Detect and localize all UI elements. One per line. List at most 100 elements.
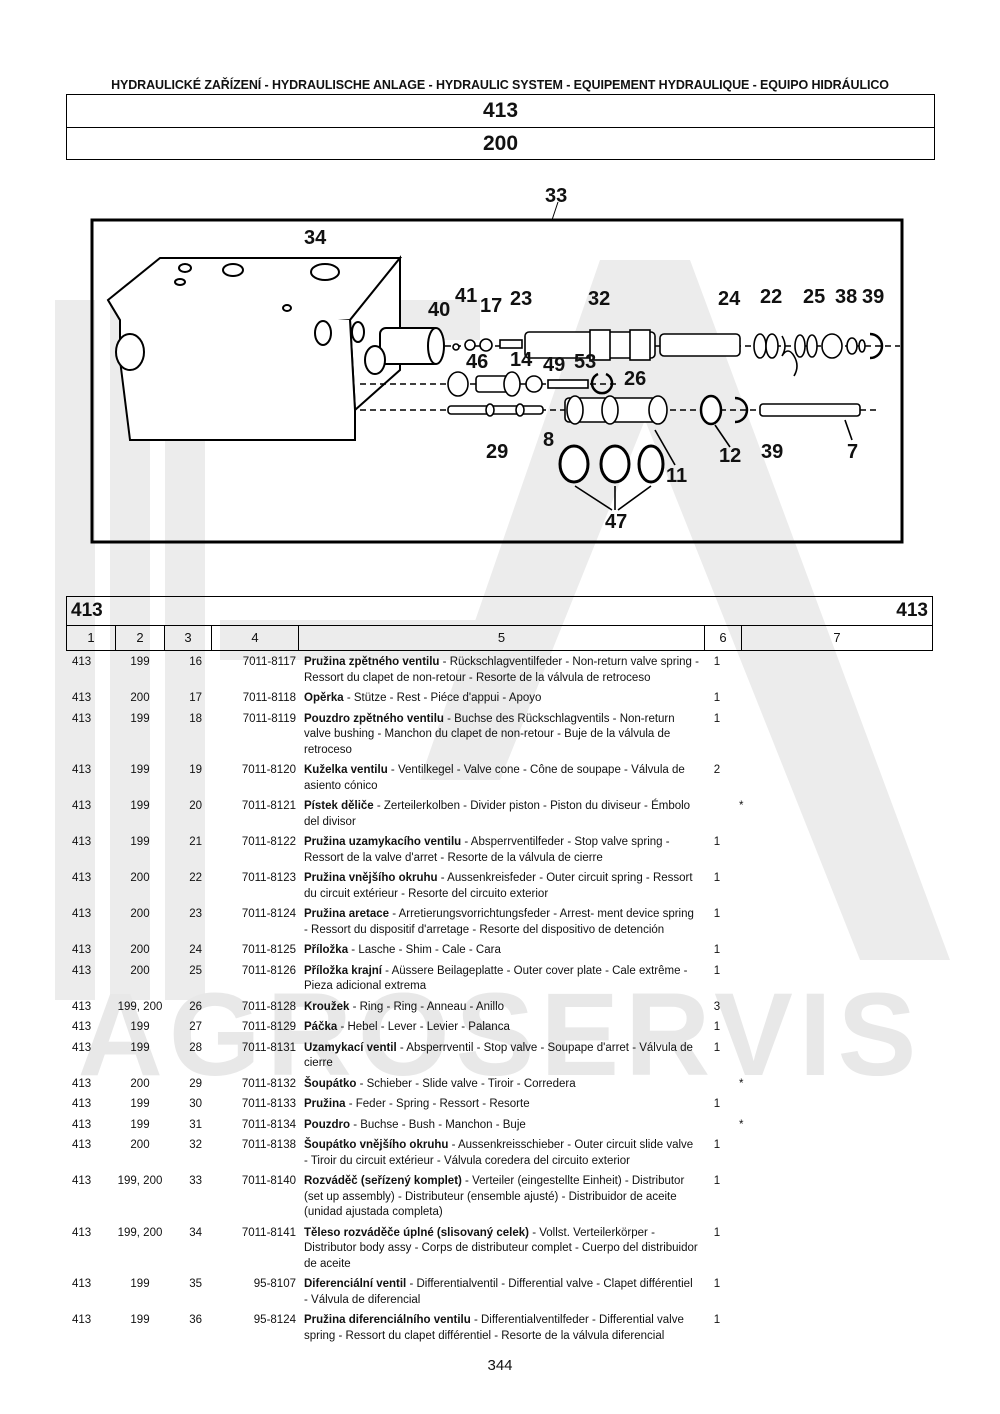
part-translations: - Differentialventilfeder - Differential… [304,1314,684,1342]
cell-quantity: 1 [713,908,721,920]
cell-note [735,964,933,995]
cell-part-number: 7011-8124 [241,908,296,920]
label-53: 53 [574,351,596,373]
cell-part-number: 7011-8134 [241,1118,296,1131]
part-name: Páčka [304,1021,338,1033]
cell-position: 25 [189,964,202,977]
part-translations: - Differentialventil - Differential valv… [304,1278,693,1306]
cell-part-number: 7011-8121 [241,800,296,812]
cell-position: 32 [189,1139,202,1151]
cell-subgroup: 199, 200 [117,1226,163,1239]
part-translations: - Ring - Ring - Anneau - Anillo [349,1000,505,1013]
valve-body-drawing [106,255,445,441]
col-header-7: 7 [833,630,841,645]
cell-description: Kroužek - Ring - Ring - Anneau - Anillo [296,1000,699,1016]
cell-group: 413 [72,764,92,776]
cell-group: 413 [72,1000,92,1013]
col-header-1: 1 [67,626,116,650]
part-name: Opěrka [304,692,344,704]
cell-note: * [739,1118,744,1131]
cell-subgroup: 199 [130,1118,150,1131]
label-33: 33 [545,185,567,207]
label-32: 32 [588,288,610,310]
cell-group: 413 [72,1226,92,1239]
part-name: Pouzdro zpětného ventilu [304,712,444,725]
cell-note [735,1000,933,1016]
part-name: Pružina diferenciálního ventilu [304,1314,471,1326]
cell-position: 19 [189,764,202,776]
cell-position: 20 [189,800,202,812]
cell-quantity: 1 [713,1278,721,1290]
label-24: 24 [718,288,741,310]
part-name: Rozváděč (seřízený komplet) [304,1175,462,1187]
cell-part-number: 7011-8118 [242,692,296,704]
cell-note [735,1226,933,1273]
part-name: Pružina zpětného ventilu [304,656,440,668]
cell-description: Pružina diferenciálního ventilu - Differ… [296,1313,699,1344]
col-header-3: 3 [165,626,212,650]
cell-subgroup: 200 [130,1077,150,1090]
cell-part-number: 7011-8141 [241,1226,296,1239]
cell-position: 35 [189,1278,202,1290]
cell-quantity: 1 [713,944,721,956]
cell-description: Šoupátko - Schieber - Slide valve - Tiro… [296,1077,699,1093]
part-name: Pružina aretace [304,908,390,920]
cell-note [735,691,933,707]
label-26: 26 [624,368,646,390]
cell-part-number: 7011-8128 [241,1000,296,1013]
cell-position: 29 [189,1077,202,1090]
part-name: Pouzdro [304,1118,350,1131]
part-name: Těleso rozváděče úplné (slisovaný celek) [304,1226,529,1239]
cell-part-number: 7011-8140 [241,1175,296,1187]
cell-quantity: 1 [713,964,721,977]
cell-subgroup: 199 [130,836,150,848]
part-name: Kroužek [304,1000,350,1013]
label-23: 23 [510,288,532,310]
label-47: 47 [605,511,627,533]
label-29: 29 [486,441,508,463]
cell-group: 413 [72,1314,92,1326]
cell-quantity: 2 [713,764,721,776]
cell-position: 36 [189,1314,202,1326]
cell-part-number: 7011-8138 [241,1139,296,1151]
table-row: 413 199, 200 34 7011-8141 Těleso rozváděče ú… [66,1226,933,1278]
cell-group: 413 [72,1098,92,1110]
cell-position: 18 [189,712,202,725]
cell-part-number: 7011-8133 [241,1098,296,1110]
part-translations: - Vollst. Verteilerkörper - Distributor … [304,1226,698,1270]
cell-position: 22 [189,872,202,884]
cell-note [735,763,933,794]
part-translations: - Absperrventil - Stop valve - Soupape d… [304,1041,693,1070]
part-name: Kuželka ventilu [304,764,388,776]
cell-quantity: 1 [713,1175,721,1187]
cell-description: Pružina aretace - Arretierungsvorrichtun… [296,907,699,938]
cell-part-number: 95-8124 [253,1314,296,1326]
cell-quantity: 1 [713,1098,721,1110]
part-name: Šoupátko vnějšího okruhu [304,1139,449,1151]
cell-part-number: 7011-8129 [241,1021,296,1033]
cell-group: 413 [72,836,92,848]
part-translations: - Verteiler (eingestellte Einheit) - Dis… [304,1175,685,1218]
exploded-parts-diagram: 33 34 40 41 17 23 32 24 22 25 38 39 46 1… [90,185,904,544]
cell-quantity [699,1118,735,1134]
cell-group: 413 [72,1175,92,1187]
page-number: 344 [487,1357,513,1374]
part-translations: - Feder - Spring - Ressort - Resorte [345,1098,530,1110]
cell-description: Pružina uzamykacího ventilu - Absperrven… [296,835,699,866]
cell-subgroup: 199 [130,712,150,725]
part-translations: - Aussenkreisschieber - Outer circuit sl… [304,1139,694,1167]
cell-quantity: 1 [713,692,721,704]
cell-part-number: 7011-8119 [242,712,296,725]
cell-subgroup: 200 [130,944,150,956]
cell-position: 34 [189,1226,202,1239]
